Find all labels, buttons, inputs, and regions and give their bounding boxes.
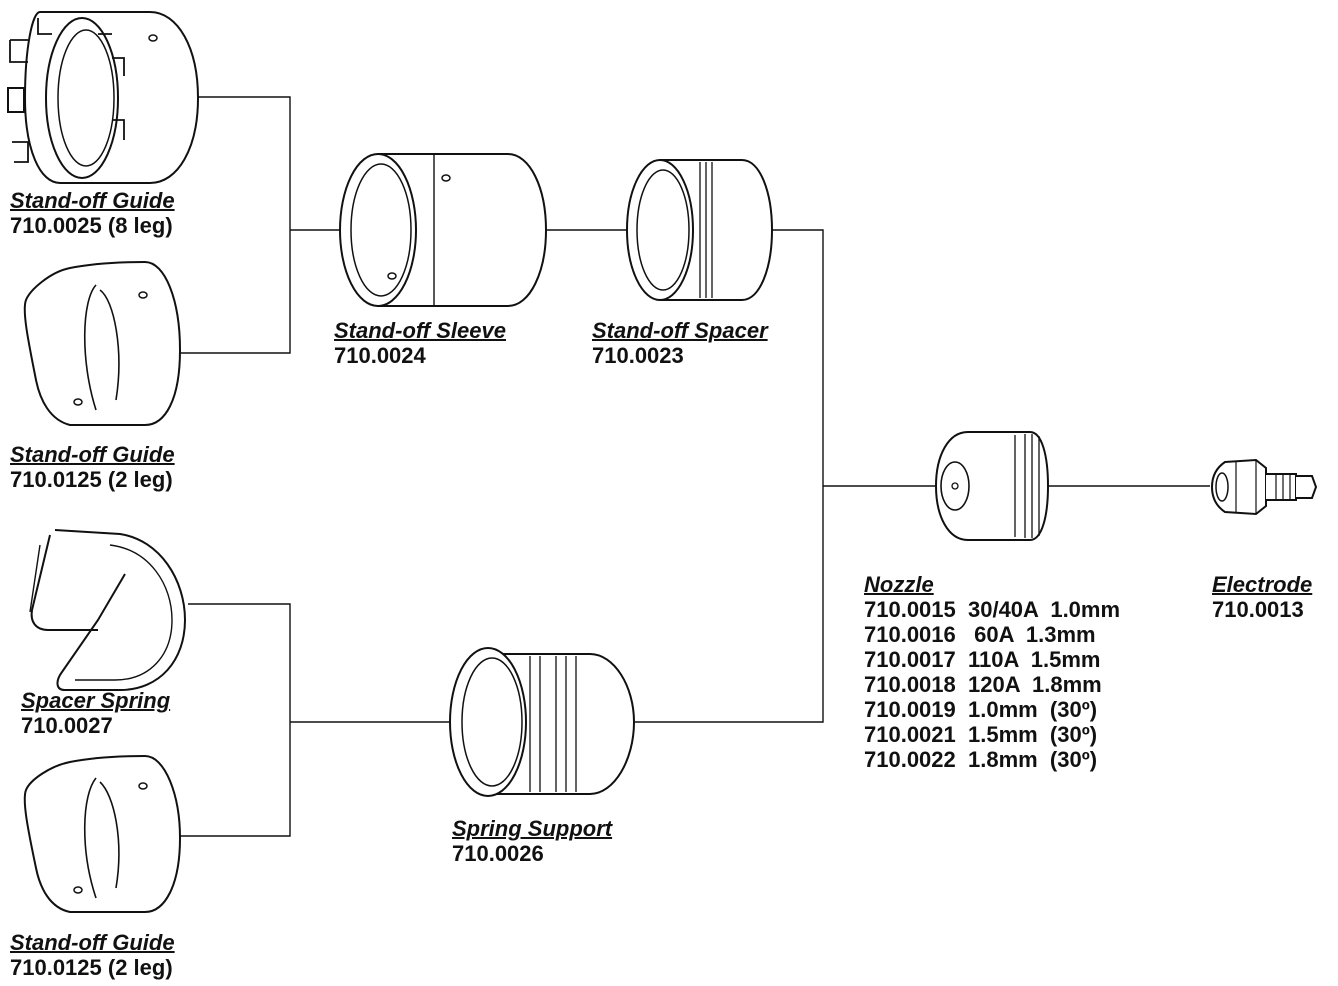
nozzle-part-row: 710.0017 110A 1.5mm	[864, 647, 1120, 672]
part-name: Stand-off Spacer	[592, 318, 768, 343]
stand-off-sleeve-label: Stand-off Sleeve 710.0024	[334, 318, 506, 368]
stand-off-sleeve-drawing	[340, 154, 546, 306]
stand-off-guide-8-leg-label: Stand-off Guide 710.0025 (8 leg)	[10, 188, 175, 238]
nozzle-part-row: 710.0016 60A 1.3mm	[864, 622, 1120, 647]
nozzle-part-row: 710.0019 1.0mm (30º)	[864, 697, 1120, 722]
part-name: Stand-off Guide	[10, 930, 175, 955]
stand-off-spacer-drawing	[627, 160, 772, 300]
electrode-label: Electrode 710.0013	[1212, 572, 1312, 622]
nozzle-part-row: 710.0021 1.5mm (30º)	[864, 722, 1120, 747]
nozzle-part-row: 710.0015 30/40A 1.0mm	[864, 597, 1120, 622]
stand-off-guide-2-leg-top-drawing	[25, 262, 180, 425]
spring-support-label: Spring Support 710.0026	[452, 816, 612, 866]
part-name: Spacer Spring	[21, 688, 170, 713]
stand-off-guide-2-leg-bottom-drawing	[25, 756, 180, 912]
part-name: Stand-off Guide	[10, 188, 175, 213]
part-name: Spring Support	[452, 816, 612, 841]
part-name: Nozzle	[864, 572, 1120, 597]
spring-support-drawing	[450, 648, 634, 796]
part-name: Electrode	[1212, 572, 1312, 597]
stand-off-spacer-label: Stand-off Spacer 710.0023	[592, 318, 768, 368]
nozzle-drawing	[936, 432, 1048, 540]
part-number: 710.0024	[334, 343, 506, 368]
part-number: 710.0125 (2 leg)	[10, 467, 175, 492]
part-number: 710.0025 (8 leg)	[10, 213, 175, 238]
electrode-drawing	[1212, 460, 1316, 514]
nozzle-part-row: 710.0018 120A 1.8mm	[864, 672, 1120, 697]
stand-off-guide-8-leg-drawing	[8, 12, 198, 183]
part-name: Stand-off Sleeve	[334, 318, 506, 343]
part-number: 710.0023	[592, 343, 768, 368]
nozzle-part-row: 710.0022 1.8mm (30º)	[864, 747, 1120, 772]
stand-off-guide-2-leg-bottom-label: Stand-off Guide 710.0125 (2 leg)	[10, 930, 175, 980]
part-number: 710.0027	[21, 713, 170, 738]
spacer-spring-drawing	[30, 530, 185, 690]
part-name: Stand-off Guide	[10, 442, 175, 467]
spacer-spring-label: Spacer Spring 710.0027	[21, 688, 170, 738]
part-number: 710.0125 (2 leg)	[10, 955, 175, 980]
part-number: 710.0026	[452, 841, 612, 866]
nozzle-label: Nozzle 710.0015 30/40A 1.0mm 710.0016 60…	[864, 572, 1120, 772]
part-number: 710.0013	[1212, 597, 1312, 622]
stand-off-guide-2-leg-top-label: Stand-off Guide 710.0125 (2 leg)	[10, 442, 175, 492]
